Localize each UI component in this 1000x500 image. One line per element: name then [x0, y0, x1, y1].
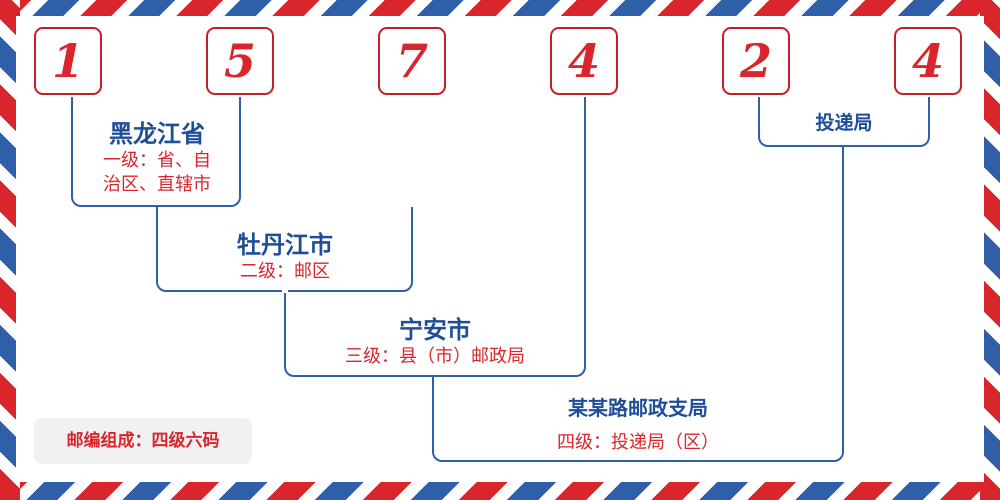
- envelope-body: [16, 16, 984, 482]
- postcode-digit-5: 2: [722, 27, 790, 95]
- mask-level-3-left: [282, 97, 288, 293]
- level-3-desc: 三级：县（市）邮政局: [345, 346, 525, 367]
- level-2-place: 牡丹江市: [237, 230, 333, 259]
- bracket-delivery-stem: [842, 146, 844, 378]
- postcode-digit-3: 7: [378, 27, 446, 95]
- airmail-border-bottom: [0, 478, 1000, 500]
- level-2-desc: 二级：邮区: [240, 261, 330, 282]
- level-3-place: 宁安市: [399, 315, 471, 344]
- postcode-digit-2: 5: [206, 27, 274, 95]
- level-1-place: 黑龙江省: [109, 119, 205, 148]
- delivery-office-label: 投递局: [815, 112, 873, 134]
- bracket-delivery: [758, 97, 930, 147]
- level-1-desc-line1: 一级：省、自: [103, 150, 211, 171]
- level-4-place: 某某路邮政支局: [568, 396, 708, 420]
- bracket-level-4: [432, 377, 844, 462]
- level-4-desc: 四级：投递局（区）: [557, 432, 719, 453]
- legend-box: 邮编组成：四级六码: [34, 418, 252, 464]
- airmail-border-right: [980, 0, 1000, 500]
- postcode-digit-1: 1: [34, 27, 102, 95]
- bracket-level-1: [71, 97, 241, 207]
- postcode-digit-6: 4: [894, 27, 962, 95]
- postcode-digit-4: 4: [550, 27, 618, 95]
- level-1-desc-line2: 治区、直辖市: [103, 174, 211, 195]
- airmail-border-left: [0, 0, 20, 500]
